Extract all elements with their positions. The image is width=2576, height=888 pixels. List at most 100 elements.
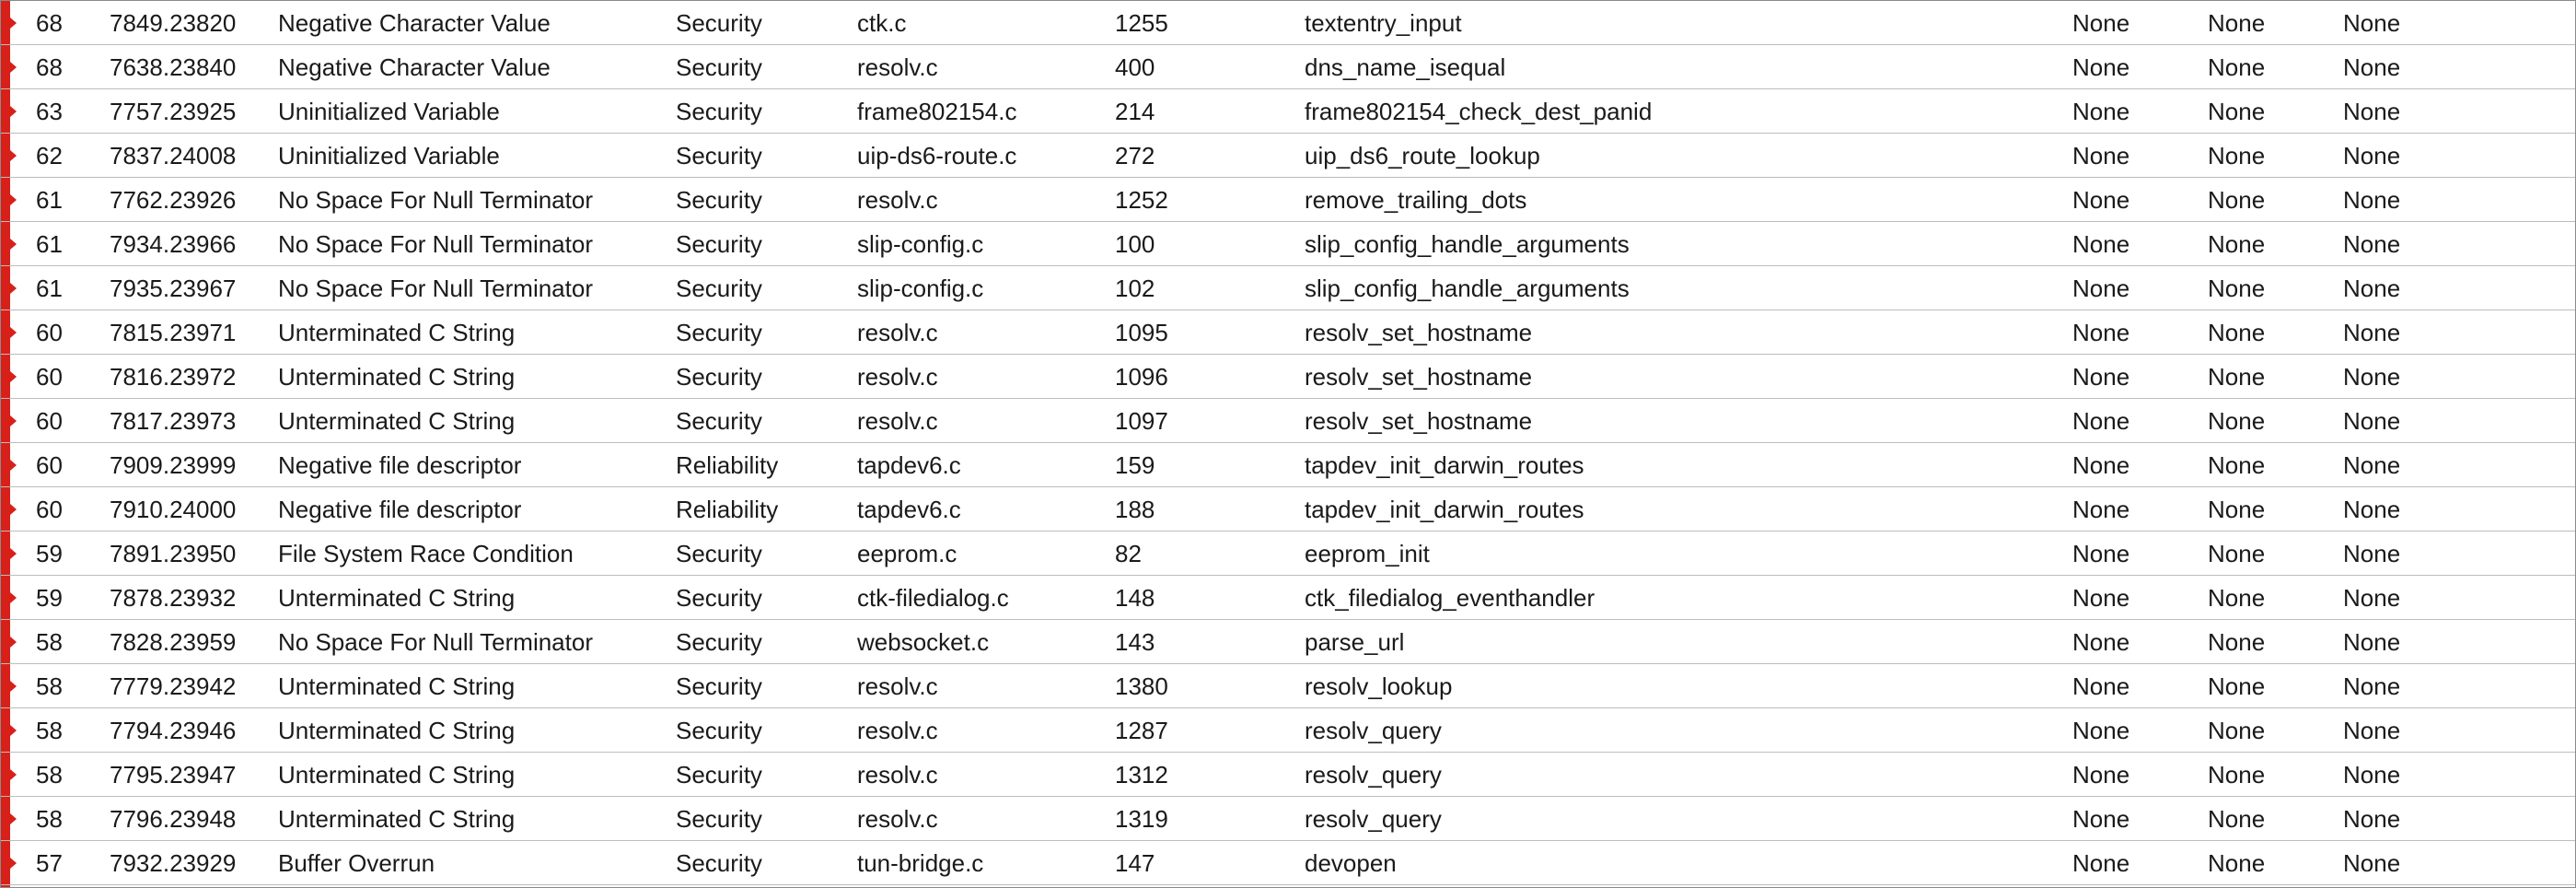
line-cell: 1096 — [1115, 363, 1168, 391]
row-marker-icon — [10, 150, 17, 161]
none-cell-2: None — [2208, 628, 2266, 656]
file-cell: tun-bridge.c — [857, 849, 984, 877]
warning-type-cell: Unterminated C String — [278, 717, 516, 744]
warning-id-cell: 7762.23926 — [110, 186, 237, 214]
line-cell: 82 — [1115, 540, 1142, 567]
function-cell: slip_config_handle_arguments — [1305, 275, 1630, 302]
category-cell: Security — [676, 584, 762, 612]
line-cell: 400 — [1115, 53, 1155, 81]
category-cell: Security — [676, 540, 762, 567]
line-cell: 1255 — [1115, 9, 1168, 37]
row-marker-icon — [10, 106, 17, 117]
none-cell-2: None — [2208, 451, 2266, 479]
category-cell: Security — [676, 230, 762, 258]
warning-id-cell: 7795.23947 — [110, 761, 237, 789]
function-cell: tapdev_init_darwin_routes — [1305, 496, 1584, 523]
none-cell-1: None — [2072, 451, 2130, 479]
row-marker-icon — [10, 769, 17, 780]
none-cell-3: None — [2343, 805, 2401, 833]
none-cell-2: None — [2208, 275, 2266, 302]
function-cell: resolv_lookup — [1305, 672, 1453, 700]
category-cell: Security — [676, 849, 762, 877]
file-cell: resolv.c — [857, 319, 938, 346]
category-cell: Reliability — [676, 496, 779, 523]
function-cell: devopen — [1305, 849, 1397, 877]
score-cell: 58 — [36, 672, 63, 700]
score-cell: 61 — [36, 275, 63, 302]
none-cell-3: None — [2343, 53, 2401, 81]
file-cell: tapdev6.c — [857, 496, 961, 523]
function-cell: resolv_set_hostname — [1305, 407, 1533, 435]
warning-type-cell: Unterminated C String — [278, 319, 516, 346]
line-cell: 272 — [1115, 142, 1155, 169]
warning-type-cell: No Space For Null Terminator — [278, 628, 593, 656]
none-cell-1: None — [2072, 142, 2130, 169]
file-cell: resolv.c — [857, 186, 938, 214]
score-cell: 58 — [36, 628, 63, 656]
function-cell: resolv_query — [1305, 805, 1442, 833]
category-cell: Security — [676, 363, 762, 391]
none-cell-3: None — [2343, 761, 2401, 789]
warning-id-cell: 7828.23959 — [110, 628, 237, 656]
score-cell: 58 — [36, 805, 63, 833]
score-cell: 61 — [36, 186, 63, 214]
function-cell: eeprom_init — [1305, 540, 1430, 567]
function-cell: dns_name_isequal — [1305, 53, 1506, 81]
none-cell-1: None — [2072, 672, 2130, 700]
file-cell: websocket.c — [857, 628, 990, 656]
warning-type-cell: File System Race Condition — [278, 540, 574, 567]
warning-id-cell: 7837.24008 — [110, 142, 237, 169]
warning-type-cell: Uninitialized Variable — [278, 98, 500, 125]
row-marker-icon — [10, 239, 17, 250]
score-cell: 60 — [36, 407, 63, 435]
warning-type-cell: Unterminated C String — [278, 584, 516, 612]
score-cell: 57 — [36, 849, 63, 877]
row-marker-icon — [10, 283, 17, 294]
category-cell: Security — [676, 761, 762, 789]
line-cell: 188 — [1115, 496, 1155, 523]
function-cell: frame802154_check_dest_panid — [1305, 98, 1653, 125]
warning-type-cell: Buffer Overrun — [278, 849, 435, 877]
score-cell: 61 — [36, 230, 63, 258]
function-cell: remove_trailing_dots — [1305, 186, 1527, 214]
warning-type-cell: Unterminated C String — [278, 407, 516, 435]
none-cell-2: None — [2208, 805, 2266, 833]
none-cell-2: None — [2208, 98, 2266, 125]
none-cell-2: None — [2208, 540, 2266, 567]
file-cell: resolv.c — [857, 672, 938, 700]
function-cell: resolv_set_hostname — [1305, 363, 1533, 391]
table-row[interactable]: 58 7828.23959 No Space For Null Terminator… — [1, 620, 2575, 664]
category-cell: Reliability — [676, 451, 779, 479]
file-cell: resolv.c — [857, 805, 938, 833]
line-cell: 1095 — [1115, 319, 1168, 346]
none-cell-2: None — [2208, 672, 2266, 700]
warning-id-cell: 7910.24000 — [110, 496, 237, 523]
category-cell: Security — [676, 275, 762, 302]
none-cell-3: None — [2343, 407, 2401, 435]
none-cell-1: None — [2072, 9, 2130, 37]
score-cell: 59 — [36, 584, 63, 612]
row-marker-icon — [10, 548, 17, 559]
none-cell-2: None — [2208, 53, 2266, 81]
row-marker-icon — [10, 592, 17, 603]
